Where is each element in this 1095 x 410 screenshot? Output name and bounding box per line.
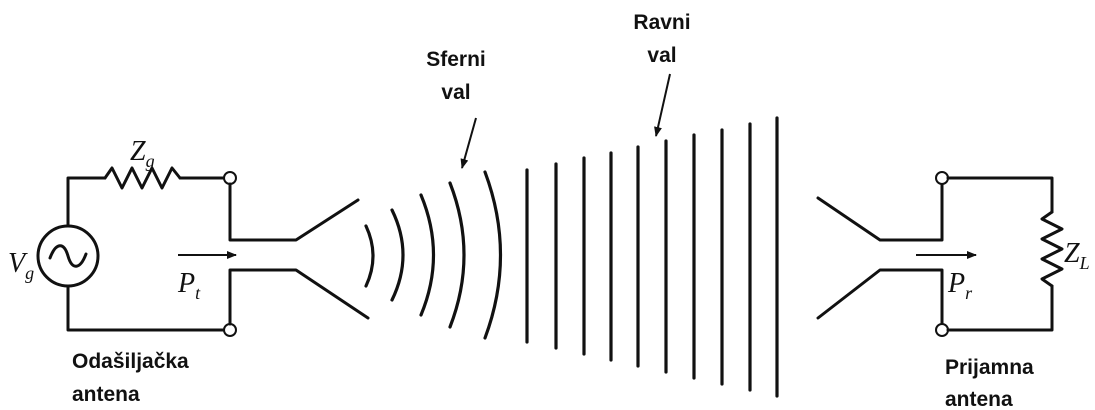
- transmit-antenna-label-line2: antena: [72, 383, 140, 406]
- receive-terminal-top: [935, 171, 949, 185]
- source-voltage-symbol: Vg: [8, 248, 34, 283]
- transmit-power-symbol: Pt: [177, 268, 201, 303]
- receive-antenna-lower: [816, 268, 944, 326]
- transmit-terminal-top: [223, 171, 237, 185]
- spherical-wave-label-line2: val: [441, 81, 470, 104]
- sine-wave-icon: [48, 244, 88, 268]
- transmit-antenna-upper: [228, 182, 360, 242]
- transmit-terminal-bottom: [223, 323, 237, 337]
- spherical-wave-pointer-arrow: [460, 117, 477, 169]
- load-bottom-wire: [946, 284, 1054, 332]
- spherical-wave-label-line1: Sferni: [426, 48, 486, 71]
- wavefront-arc: [419, 193, 436, 317]
- source-impedance-symbol: Zg: [130, 136, 155, 171]
- wavefront-arc: [364, 224, 375, 288]
- wavefront-arc: [448, 181, 466, 329]
- plane-wave-label-line1: Ravni: [633, 11, 690, 34]
- receive-power-symbol: Pr: [947, 268, 973, 303]
- receive-antenna-label-line1: Prijamna: [945, 356, 1034, 379]
- transmit-antenna-label-line1: Odašiljačka: [72, 350, 189, 373]
- spherical-wave-fronts: [364, 170, 503, 340]
- load-resistor: [1040, 210, 1064, 288]
- wavefront-arc: [483, 170, 503, 340]
- plane-wave-pointer-arrow: [654, 73, 671, 137]
- wavefront-arc: [390, 208, 405, 302]
- source-bottom-wire: [66, 284, 226, 332]
- plane-wave-fronts: [525, 116, 779, 398]
- load-impedance-symbol: ZL: [1064, 238, 1090, 273]
- receive-antenna-upper: [816, 182, 944, 242]
- receive-antenna-label-line2: antena: [945, 388, 1013, 410]
- plane-wave-label-line2: val: [647, 44, 676, 67]
- receiver-circuit: [816, 171, 1064, 337]
- transmit-antenna-lower: [228, 268, 370, 326]
- source-resistor: [103, 166, 182, 190]
- source-top-wire: [66, 176, 107, 227]
- transmitter-circuit: [36, 166, 370, 337]
- receive-terminal-bottom: [935, 323, 949, 337]
- load-top-wire: [946, 176, 1054, 214]
